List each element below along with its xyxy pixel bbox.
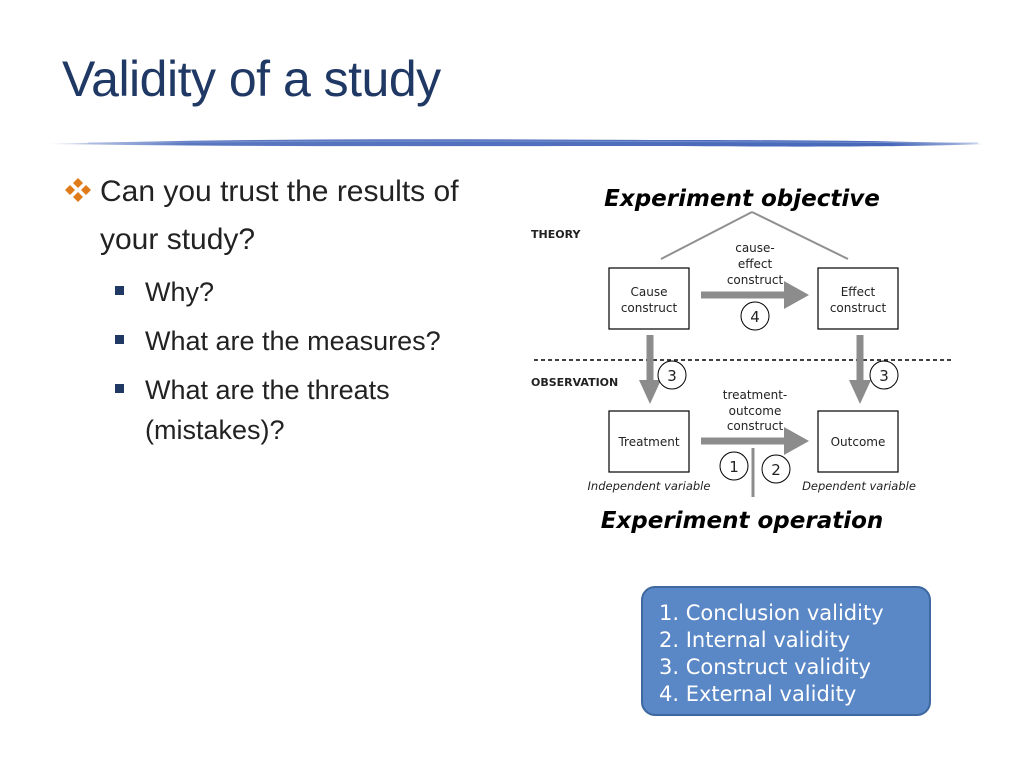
marker-circle-3-left bbox=[657, 360, 687, 390]
marker-number-1: 1 bbox=[729, 458, 739, 476]
cause-construct-label-1: Cause bbox=[631, 285, 668, 299]
legend-item-construct: 3. Construct validity bbox=[659, 655, 871, 679]
legend-item-internal: 2. Internal validity bbox=[659, 628, 851, 652]
legend-item-conclusion: 1. Conclusion validity bbox=[659, 601, 884, 625]
treatment-label: Treatment bbox=[617, 435, 679, 449]
outcome-box bbox=[817, 410, 899, 473]
marker-circle-3-right bbox=[869, 360, 899, 390]
treatment-box bbox=[608, 410, 690, 473]
sub-bullet-text: What are the threats bbox=[145, 375, 390, 405]
sub-bullet-threats: What are the threats (mistakes)? bbox=[62, 370, 502, 450]
diamond-bullet-icon bbox=[65, 178, 91, 202]
heading-experiment-objective: Experiment objective bbox=[604, 186, 880, 212]
treatment-outcome-label-2: outcome bbox=[729, 404, 782, 418]
slide-title: Validity of a study bbox=[62, 51, 441, 107]
sub-bullet-measures: What are the measures? bbox=[62, 321, 502, 361]
marker-circle-1 bbox=[719, 451, 749, 481]
bullet-main-line-2: results of your study? bbox=[100, 175, 459, 256]
validity-types-legend: 1. Conclusion validity 2. Internal valid… bbox=[641, 586, 931, 716]
legend-item-external: 4. External validity bbox=[659, 682, 857, 706]
sub-bullet-text: Why? bbox=[145, 277, 215, 307]
heading-experiment-operation: Experiment operation bbox=[601, 508, 884, 534]
cause-construct-label-2: construct bbox=[621, 301, 678, 315]
effect-construct-label-2: construct bbox=[830, 301, 887, 315]
marker-number-4: 4 bbox=[750, 308, 760, 326]
independent-variable-label: Independent variable bbox=[588, 479, 711, 493]
square-bullet-icon bbox=[115, 286, 124, 295]
marker-number-2: 2 bbox=[771, 461, 781, 479]
sub-bullet-why: Why? bbox=[62, 272, 502, 312]
effect-construct-box bbox=[817, 267, 899, 330]
theory-line-left bbox=[660, 211, 753, 260]
cause-effect-arrow-head bbox=[784, 281, 809, 309]
effect-outcome-arrow-head bbox=[849, 380, 871, 404]
square-bullet-icon bbox=[115, 384, 124, 393]
cause-effect-label-2: effect bbox=[738, 257, 773, 271]
marker-circle-2 bbox=[761, 454, 791, 484]
bullet-main: Can you trust the results of your study? bbox=[62, 168, 502, 264]
cause-construct-box bbox=[608, 267, 690, 330]
cause-effect-label-1: cause- bbox=[735, 241, 775, 255]
treatment-outcome-arrow-head bbox=[784, 427, 809, 455]
outcome-label: Outcome bbox=[831, 435, 886, 449]
sub-bullet-text: What are the measures? bbox=[145, 326, 441, 356]
marker-number-3-right: 3 bbox=[879, 367, 889, 385]
dependent-variable-label: Dependent variable bbox=[802, 479, 916, 493]
level-label-observation: OBSERVATION bbox=[531, 376, 618, 389]
level-label-theory: THEORY bbox=[531, 228, 581, 241]
sub-bullet-text: (mistakes)? bbox=[145, 415, 285, 445]
marker-circle-4 bbox=[740, 301, 770, 331]
theory-line-right bbox=[751, 211, 849, 260]
bullet-list: Can you trust the results of your study?… bbox=[62, 168, 502, 450]
bullet-main-line-1: Can you trust the bbox=[100, 175, 329, 208]
treatment-outcome-label-1: treatment- bbox=[723, 388, 788, 402]
effect-construct-label-1: Effect bbox=[841, 285, 876, 299]
cause-treatment-arrow-head bbox=[639, 380, 661, 404]
title-rule bbox=[48, 139, 983, 147]
marker-number-3-left: 3 bbox=[667, 367, 677, 385]
treatment-outcome-label-3: construct bbox=[727, 419, 784, 433]
validity-diagram-svg: Experiment objective Experiment operatio… bbox=[531, 186, 952, 534]
cause-effect-label-3: construct bbox=[727, 273, 784, 287]
square-bullet-icon bbox=[115, 335, 124, 344]
validity-diagram: Experiment objective Experiment operatio… bbox=[520, 175, 960, 545]
